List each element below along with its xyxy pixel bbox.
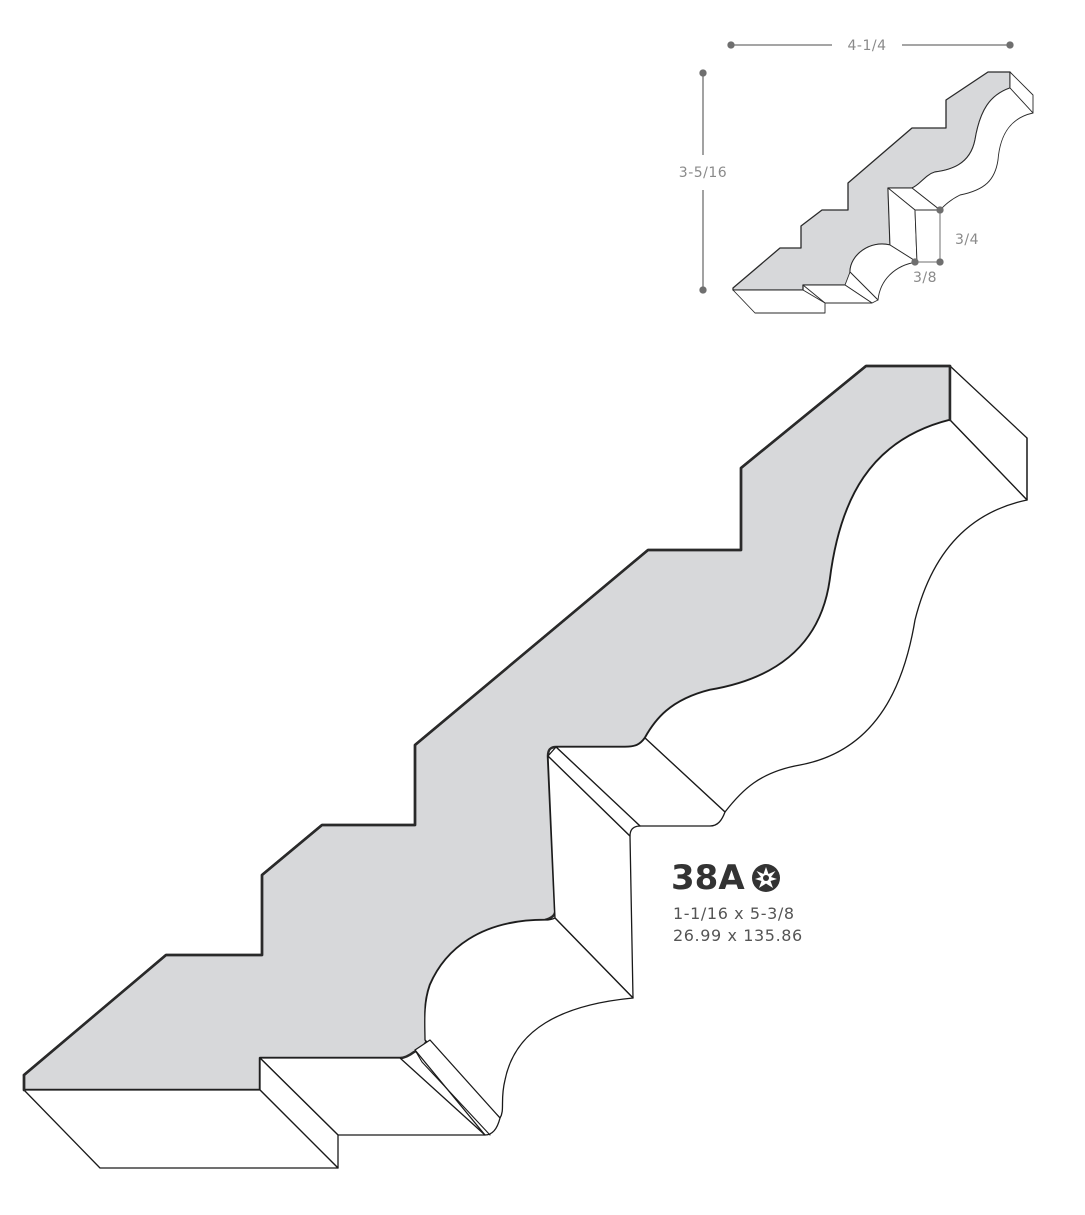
height-dimension-label: 3-5/16 [679,165,727,181]
part-number: 38A [671,858,745,898]
size-imperial: 1-1/16 x 5-3/8 [673,904,795,923]
dimension-lines [699,41,1014,294]
size-metric: 26.99 x 135.86 [673,926,803,945]
fillet-block-front [547,746,641,837]
detail-width-label: 3/8 [913,270,937,286]
fillet-block-top [555,737,726,827]
part-number-heading: 38A [671,858,781,898]
detail-height-label: 3/4 [955,232,979,248]
large-profile [22,364,1028,1169]
width-dimension-label: 4-1/4 [848,38,887,54]
star-burst-icon [751,864,780,892]
foot-block [23,1089,339,1169]
lower-cove-face [424,917,634,1119]
thumbnail-profile: 4-1/4 3-5/16 3/4 3/8 [679,38,1034,314]
profile-section-outline [22,364,952,1077]
